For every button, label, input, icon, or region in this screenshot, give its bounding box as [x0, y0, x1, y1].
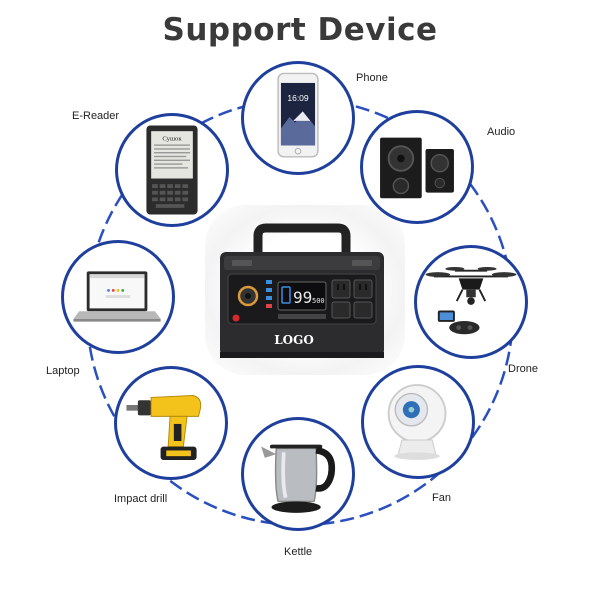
device-label-ereader: E-Reader — [72, 110, 120, 122]
speaker-icon — [380, 137, 454, 199]
device-circle-drill — [114, 366, 228, 480]
device-circle-fan — [361, 365, 475, 479]
page-title: Support Device — [162, 12, 438, 48]
display-sub: 500 — [312, 297, 325, 305]
device-label-phone: Phone — [356, 72, 388, 84]
device-label-kettle: Kettle — [284, 546, 313, 558]
drill-icon — [126, 395, 202, 460]
device-label-fan: Fan — [432, 492, 451, 504]
device-label-drill: Impact drill — [114, 493, 168, 505]
kettle-icon — [261, 444, 336, 513]
laptop-icon — [73, 271, 161, 322]
device-label-audio: Audio — [487, 126, 516, 138]
device-label-laptop: Laptop — [46, 365, 80, 377]
drone-icon — [425, 266, 517, 335]
product-logo-text: LOGO — [274, 333, 314, 347]
device-circle-laptop — [61, 240, 175, 354]
ereader-screen-text: Сушок — [162, 136, 182, 143]
device-circle-audio — [360, 110, 474, 224]
device-circle-kettle — [241, 417, 355, 531]
fan-icon — [387, 384, 447, 460]
display-value: 99 — [293, 288, 312, 307]
phone-icon: 16:09 — [277, 72, 319, 158]
phone-screen-time: 16:09 — [287, 93, 309, 103]
device-circle-phone: 16:09 — [241, 61, 355, 175]
power-station-image: 99 500 LOGO — [220, 223, 384, 358]
device-circle-drone — [414, 245, 528, 359]
device-label-drone: Drone — [508, 363, 538, 375]
device-circle-ereader: Сушок — [115, 113, 229, 227]
ereader-icon: Сушок — [146, 125, 198, 215]
